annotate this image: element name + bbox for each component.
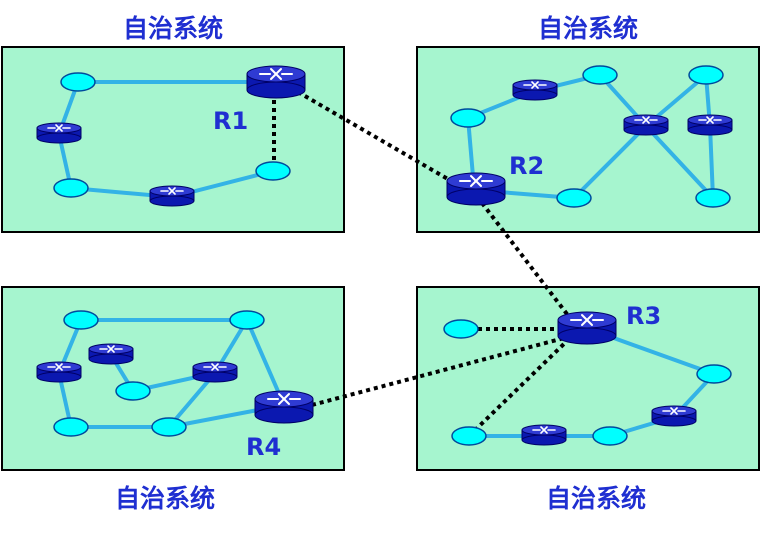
host-node bbox=[229, 310, 265, 330]
host-node bbox=[53, 178, 89, 198]
router-label-r2: R2 bbox=[509, 152, 544, 180]
host-node bbox=[695, 188, 731, 208]
host-node bbox=[592, 426, 628, 446]
region-title-top-right: 自治系统 bbox=[538, 14, 638, 43]
router-node bbox=[512, 79, 558, 101]
region-title-bottom-left: 自治系统 bbox=[115, 484, 215, 513]
border-router-r2 bbox=[446, 172, 506, 206]
link-r1-r2 bbox=[296, 90, 455, 184]
link-tr-cross bbox=[644, 70, 715, 200]
region-title-top-left: 自治系统 bbox=[123, 14, 223, 43]
link-bl-inner bbox=[109, 318, 249, 394]
host-node bbox=[582, 65, 618, 85]
region-title-bottom-right: 自治系统 bbox=[546, 484, 646, 513]
router-label-r3: R3 bbox=[626, 302, 661, 330]
router-node bbox=[623, 114, 669, 136]
router-node bbox=[88, 343, 134, 365]
host-node bbox=[115, 381, 151, 401]
router-node bbox=[687, 114, 733, 136]
host-node bbox=[451, 426, 487, 446]
router-label-r4: R4 bbox=[246, 433, 281, 461]
router-node bbox=[36, 361, 82, 383]
router-node bbox=[521, 424, 567, 446]
border-router-r3 bbox=[557, 311, 617, 345]
host-node bbox=[60, 72, 96, 92]
link-r3-host-bottom bbox=[467, 338, 570, 438]
inter-domain-links bbox=[272, 90, 572, 438]
host-node bbox=[53, 417, 89, 437]
border-router-r1 bbox=[246, 65, 306, 99]
host-node bbox=[688, 65, 724, 85]
host-node bbox=[443, 319, 479, 339]
host-node bbox=[151, 417, 187, 437]
host-node bbox=[696, 364, 732, 384]
host-node bbox=[450, 108, 486, 128]
host-node bbox=[63, 310, 99, 330]
router-node bbox=[651, 405, 697, 427]
link-tr-main bbox=[465, 72, 715, 200]
host-node bbox=[255, 161, 291, 181]
router-label-r1: R1 bbox=[213, 107, 248, 135]
link-r2-r3 bbox=[480, 201, 572, 320]
router-node bbox=[36, 122, 82, 144]
router-node bbox=[149, 185, 195, 207]
router-node bbox=[192, 361, 238, 383]
host-node bbox=[556, 188, 592, 208]
border-router-r4 bbox=[254, 390, 314, 424]
